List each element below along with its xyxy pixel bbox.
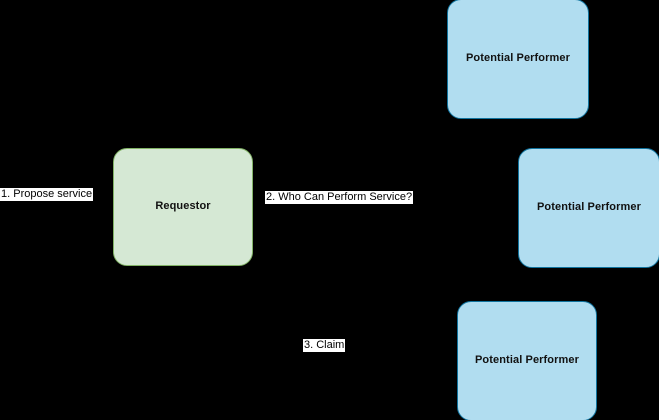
edge-label-who-can-perform-service[interactable]: 2. Who Can Perform Service? [265,191,414,204]
node-potential-performer-3-label: Potential Performer [475,354,579,367]
node-potential-performer-3[interactable]: Potential Performer [457,301,597,420]
node-requestor-label: Requestor [155,200,211,213]
node-potential-performer-1[interactable]: Potential Performer [447,0,589,119]
edge-label-propose-service[interactable]: 1. Propose service [0,188,94,201]
node-potential-performer-2[interactable]: Potential Performer [518,148,659,268]
node-potential-performer-1-label: Potential Performer [466,52,570,65]
node-potential-performer-2-label: Potential Performer [537,201,641,214]
edge-label-claim[interactable]: 3. Claim [303,339,346,352]
node-requestor[interactable]: Requestor [113,148,253,266]
